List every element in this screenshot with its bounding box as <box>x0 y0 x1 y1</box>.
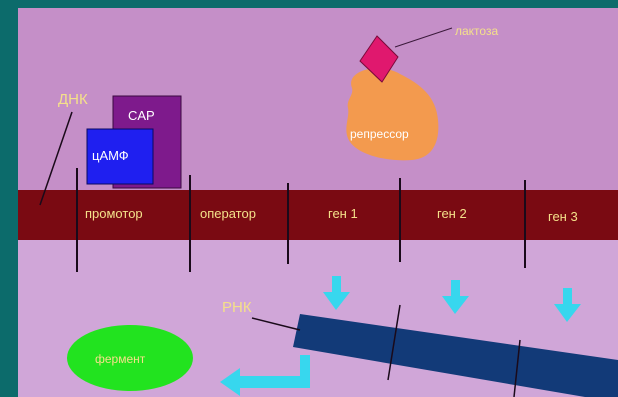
segment-label-operator: оператор <box>200 206 256 221</box>
enzyme-label: фермент <box>95 352 146 366</box>
lactose-label: лактоза <box>455 24 498 38</box>
dna-label: ДНК <box>58 91 88 108</box>
segment-label-gene-3: ген 3 <box>548 209 578 224</box>
camp-label: цАМФ <box>92 148 129 163</box>
segment-label-gene-1: ген 1 <box>328 206 358 221</box>
segment-label-promoter: промотор <box>85 206 143 221</box>
repressor-label: репрессор <box>350 127 409 141</box>
cap-label: CAP <box>128 108 155 123</box>
rna-label: РНК <box>222 299 252 316</box>
segment-label-gene-2: ген 2 <box>437 206 467 221</box>
